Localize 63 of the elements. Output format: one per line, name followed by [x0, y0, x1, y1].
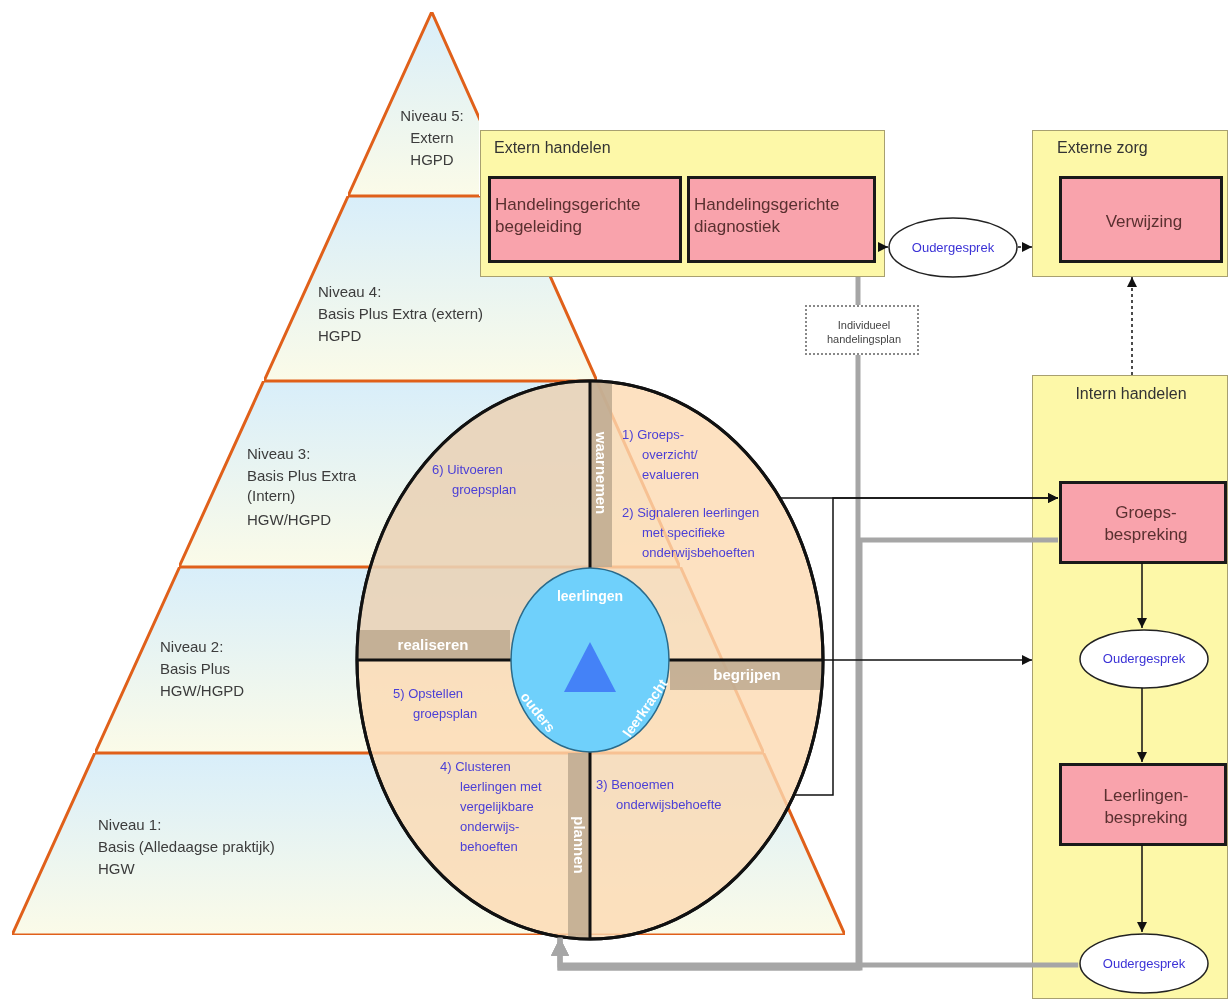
process-box — [1059, 481, 1227, 564]
oval-label: Oudergesprek — [1101, 956, 1187, 972]
arrow — [1017, 242, 1033, 252]
connector-line — [855, 277, 861, 305]
level-label: Basis Plus Extra (extern) — [318, 304, 485, 324]
group-panel — [1032, 130, 1228, 277]
oval-label: Oudergesprek — [910, 240, 996, 256]
process-box — [687, 176, 876, 263]
box-label: Verwijzing — [1104, 211, 1184, 233]
step-text: 2) Signaleren leerlingen met specifieke onderwijsbehoeften — [622, 504, 761, 562]
level-label: Niveau 5: — [399, 106, 465, 126]
level-label: Extern — [409, 128, 455, 148]
level-label: HGPD — [409, 150, 455, 170]
level-label: HGPD — [318, 326, 363, 346]
oval-label: Oudergesprek — [1101, 651, 1187, 667]
panel-title: Externe zorg — [1057, 138, 1149, 158]
arrow — [1137, 562, 1147, 629]
arrow — [1137, 687, 1147, 763]
panel-title: Intern handelen — [1074, 384, 1188, 404]
level-label: Basis Plus — [160, 659, 231, 679]
stage-label: begrijpen — [713, 667, 781, 683]
box-label: Handelingsgerichte begeleiding — [495, 194, 642, 238]
stage-label: realiseren — [397, 637, 469, 653]
level-label: HGW/HGPD — [160, 681, 246, 701]
level-label: HGW/HGPD — [247, 510, 333, 530]
pyramid-level — [348, 12, 479, 196]
arrow — [551, 937, 1079, 968]
panel-title: Extern handelen — [494, 138, 612, 158]
note-box — [805, 305, 919, 355]
level-label: Basis (Alledaagse praktijk) — [98, 837, 276, 857]
process-box — [1059, 763, 1227, 846]
process-box — [1059, 176, 1223, 263]
cycle-ellipse — [356, 380, 824, 940]
stage-label: waarnemen — [593, 431, 609, 515]
group-panel — [480, 130, 885, 277]
center-label: leerlingen — [555, 588, 625, 604]
arrow — [1137, 844, 1147, 933]
step-text: 4) Clusteren leerlingen met vergelijkbare onderwijs- behoeften — [440, 758, 543, 856]
step-text: 6) Uitvoeren groepsplan — [432, 461, 518, 499]
note-label: Individueel handelingsplan — [826, 318, 902, 346]
arrow — [823, 655, 1033, 665]
arrow — [878, 242, 889, 252]
stage-label: plannen — [571, 816, 587, 874]
step-text: 1) Groeps- overzicht/ evalueren — [622, 426, 701, 484]
level-label: Niveau 2: — [160, 637, 225, 657]
level-label: Niveau 4: — [318, 282, 383, 302]
group-panel — [1032, 375, 1228, 999]
arrow — [794, 493, 1059, 796]
level-label: HGW — [98, 859, 136, 879]
oval-node — [1079, 933, 1209, 994]
box-label: Leerlingen- bespreking — [1102, 785, 1190, 829]
box-label: Handelingsgerichte diagnostiek — [694, 194, 841, 238]
level-label: Niveau 3: — [247, 444, 312, 464]
level-label: Basis Plus Extra (Intern) — [247, 466, 358, 506]
arrow — [1127, 276, 1137, 376]
center-circle — [510, 567, 670, 753]
step-text: 5) Opstellen groepsplan — [393, 685, 479, 723]
step-text: 3) Benoemen onderwijsbehoefte — [596, 776, 723, 814]
box-label: Groeps- bespreking — [1103, 502, 1189, 546]
oval-node — [1079, 629, 1209, 689]
level-label: Niveau 1: — [98, 815, 163, 835]
oval-node — [888, 217, 1018, 278]
process-box — [488, 176, 682, 263]
